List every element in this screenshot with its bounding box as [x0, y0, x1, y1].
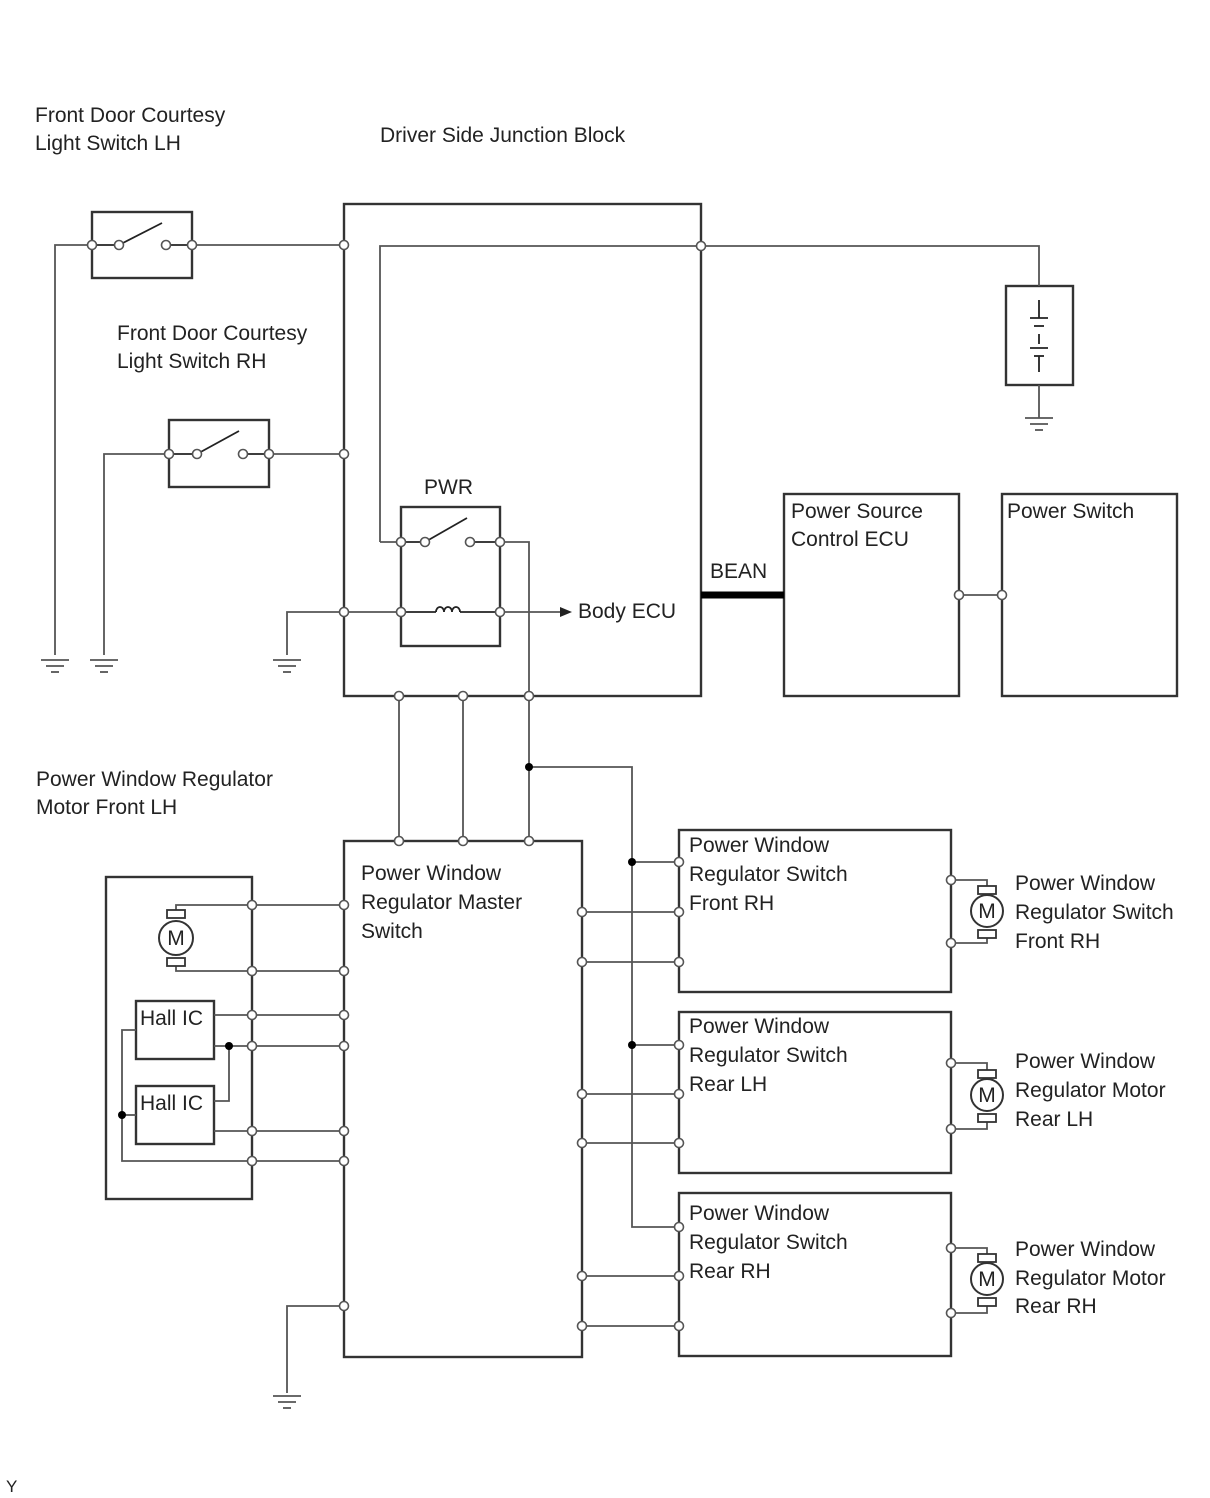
junction-block-label: Driver Side Junction Block [380, 124, 626, 147]
svg-text:M: M [978, 900, 996, 923]
battery-icon [1030, 300, 1048, 372]
motor-front-rh-label-line1: Power Window [1015, 872, 1156, 895]
switch-rear-lh-label-line3: Rear LH [689, 1073, 767, 1096]
body-ecu-arrow-icon [560, 607, 572, 617]
pwr-relay-box [399, 505, 502, 648]
connector-terminals [86, 239, 1008, 1332]
motor-rear-rh-icon: M [970, 1253, 1004, 1307]
pwr-relay-coil-icon [435, 606, 461, 613]
courtesy-lh-label-line1: Front Door Courtesy [35, 104, 226, 127]
courtesy-lh-switch-blade [118, 222, 163, 246]
ground-icon-master-switch [273, 1395, 301, 1409]
motor-front-lh-label-line1: Power Window Regulator [36, 768, 273, 791]
corner-code-label: Y [6, 1477, 17, 1496]
motor-front-lh-label-line2: Motor Front LH [36, 796, 177, 819]
switch-rear-rh-label-line2: Regulator Switch [689, 1231, 848, 1254]
motor-front-rh-label-line2: Regulator Switch [1015, 901, 1174, 924]
wire-motor-rear-lh [951, 1062, 988, 1072]
hall-ic-2-label: Hall IC [140, 1092, 203, 1115]
motor-front-lh-box [104, 875, 254, 1201]
motor-rear-rh-label-line2: Regulator Motor [1015, 1267, 1166, 1290]
junction-dot-hall-power [225, 1042, 233, 1050]
svg-text:M: M [167, 927, 185, 950]
wire-motor-lh-bottom [175, 962, 344, 972]
power-switch-box [1000, 492, 1179, 698]
courtesy-rh-label-line2: Light Switch RH [117, 350, 266, 373]
junction-dot-bus-top [525, 763, 533, 771]
svg-text:M: M [978, 1268, 996, 1291]
junction-dot-bus-front-rh [628, 858, 636, 866]
power-source-ecu-label-line1: Power Source [791, 500, 923, 523]
master-switch-label-line2: Regulator Master [361, 891, 522, 914]
motor-rear-lh-label-line3: Rear LH [1015, 1108, 1093, 1131]
wire-master-ground [286, 1305, 344, 1393]
ground-icon-relay-coil [273, 659, 301, 673]
power-switch-label: Power Switch [1007, 500, 1134, 523]
motor-front-rh-label-line3: Front RH [1015, 930, 1100, 953]
switch-rear-lh-label-line1: Power Window [689, 1015, 830, 1038]
pwr-relay-label: PWR [424, 476, 473, 499]
switch-rear-lh-label-line2: Regulator Switch [689, 1044, 848, 1067]
master-switch-label-line3: Switch [361, 920, 423, 943]
motor-rear-lh-label-line1: Power Window [1015, 1050, 1156, 1073]
motor-rear-rh-label-line3: Rear RH [1015, 1295, 1097, 1318]
junction-dot-bus-rear-lh [628, 1041, 636, 1049]
switch-rear-rh-label-line3: Rear RH [689, 1260, 771, 1283]
switch-front-rh-label-line3: Front RH [689, 892, 774, 915]
courtesy-rh-switch-blade [196, 430, 240, 455]
wire-battery-feed [379, 245, 1040, 542]
wire-courtesy-rh-ground [103, 453, 169, 655]
motor-rear-lh-label-line2: Regulator Motor [1015, 1079, 1166, 1102]
body-ecu-label: Body ECU [578, 600, 676, 623]
wire-motor-lh-top [175, 904, 344, 914]
switch-rear-rh-label-line1: Power Window [689, 1202, 830, 1225]
wire-power-bus [529, 766, 679, 1228]
hall-ic-1-label: Hall IC [140, 1007, 203, 1030]
svg-text:M: M [978, 1084, 996, 1107]
motor-rear-lh-icon: M [970, 1069, 1004, 1123]
ground-icon-battery [1025, 417, 1053, 431]
courtesy-rh-label-line1: Front Door Courtesy [117, 322, 308, 345]
master-switch-label-line1: Power Window [361, 862, 502, 885]
wire-hall-power-link [214, 1046, 230, 1102]
wire-relay-coil-ground [286, 611, 401, 655]
motor-front-lh-icon: M [158, 909, 194, 967]
wire-hall-ground [121, 1029, 344, 1162]
master-switch-box [342, 839, 584, 1359]
switch-front-rh-label-line1: Power Window [689, 834, 830, 857]
junction-dot-hall-ground [118, 1111, 126, 1119]
wire-relay-output [500, 541, 530, 841]
courtesy-lh-label-line2: Light Switch LH [35, 132, 181, 155]
motor-rear-rh-label-line1: Power Window [1015, 1238, 1156, 1261]
wire-courtesy-lh-ground [54, 244, 92, 655]
power-source-ecu-label-line2: Control ECU [791, 528, 909, 551]
ground-icon-courtesy-rh [90, 659, 118, 673]
motor-front-rh-icon: M [970, 885, 1004, 939]
ground-icon-courtesy-lh [41, 659, 69, 673]
bean-label: BEAN [710, 560, 767, 583]
pwr-relay-contact-blade [424, 517, 468, 543]
power-source-ecu-box [782, 492, 961, 698]
switch-front-rh-label-line2: Regulator Switch [689, 863, 848, 886]
